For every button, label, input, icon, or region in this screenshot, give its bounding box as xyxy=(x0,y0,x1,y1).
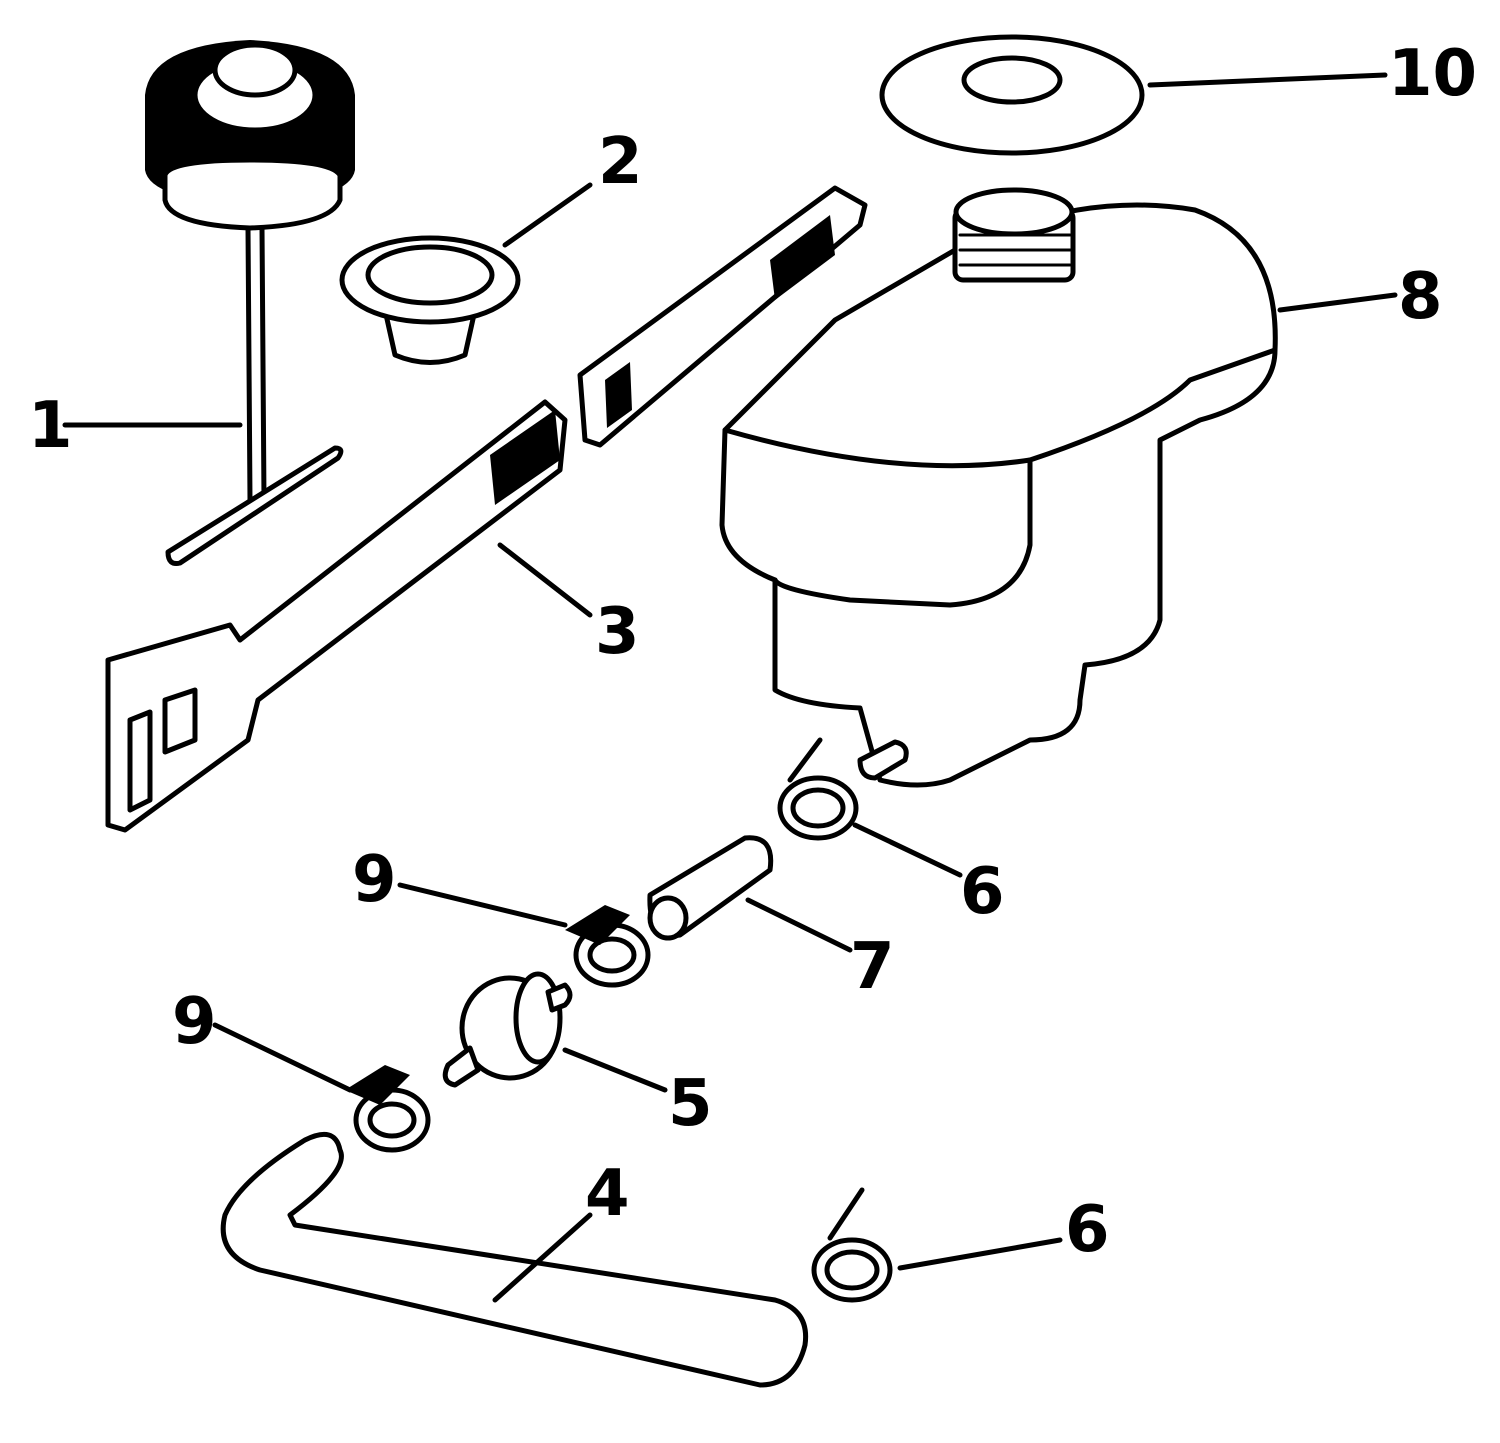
hose-clamp-upper xyxy=(777,737,859,841)
callout-7: 7 xyxy=(850,930,895,1004)
short-hose xyxy=(647,835,774,941)
leader-lines xyxy=(62,72,1398,1303)
grommet xyxy=(339,235,521,365)
leader-6a xyxy=(852,822,963,878)
hose-clamp-lower xyxy=(811,1187,893,1303)
leader-6b xyxy=(897,1237,1063,1271)
bracket-strap xyxy=(105,185,868,833)
callout-9-lower: 9 xyxy=(172,985,217,1059)
callout-3: 3 xyxy=(595,595,640,669)
leader-9a xyxy=(397,882,568,928)
check-valve xyxy=(442,971,573,1088)
leader-3 xyxy=(497,542,593,618)
cap-seal xyxy=(879,34,1145,156)
callout-5: 5 xyxy=(668,1067,713,1141)
leader-7 xyxy=(745,897,853,953)
callout-1: 1 xyxy=(28,389,73,463)
long-hose xyxy=(220,1131,809,1388)
callout-8: 8 xyxy=(1398,260,1443,334)
leader-4 xyxy=(492,1212,593,1303)
callout-4: 4 xyxy=(585,1157,630,1231)
leader-10 xyxy=(1147,72,1388,88)
oil-tank xyxy=(719,187,1278,788)
callout-9-upper: 9 xyxy=(352,843,397,917)
callout-6-upper: 6 xyxy=(960,855,1005,929)
callout-2: 2 xyxy=(598,125,643,199)
small-clamp-upper xyxy=(565,905,651,988)
leader-8 xyxy=(1277,292,1398,313)
leader-2 xyxy=(502,182,593,248)
filler-cap-dipstick xyxy=(145,40,355,566)
small-clamp-lower xyxy=(345,1065,431,1153)
callout-6-lower: 6 xyxy=(1065,1193,1110,1267)
leader-5 xyxy=(562,1047,668,1093)
leader-9b xyxy=(212,1022,353,1093)
callout-10: 10 xyxy=(1388,37,1478,111)
